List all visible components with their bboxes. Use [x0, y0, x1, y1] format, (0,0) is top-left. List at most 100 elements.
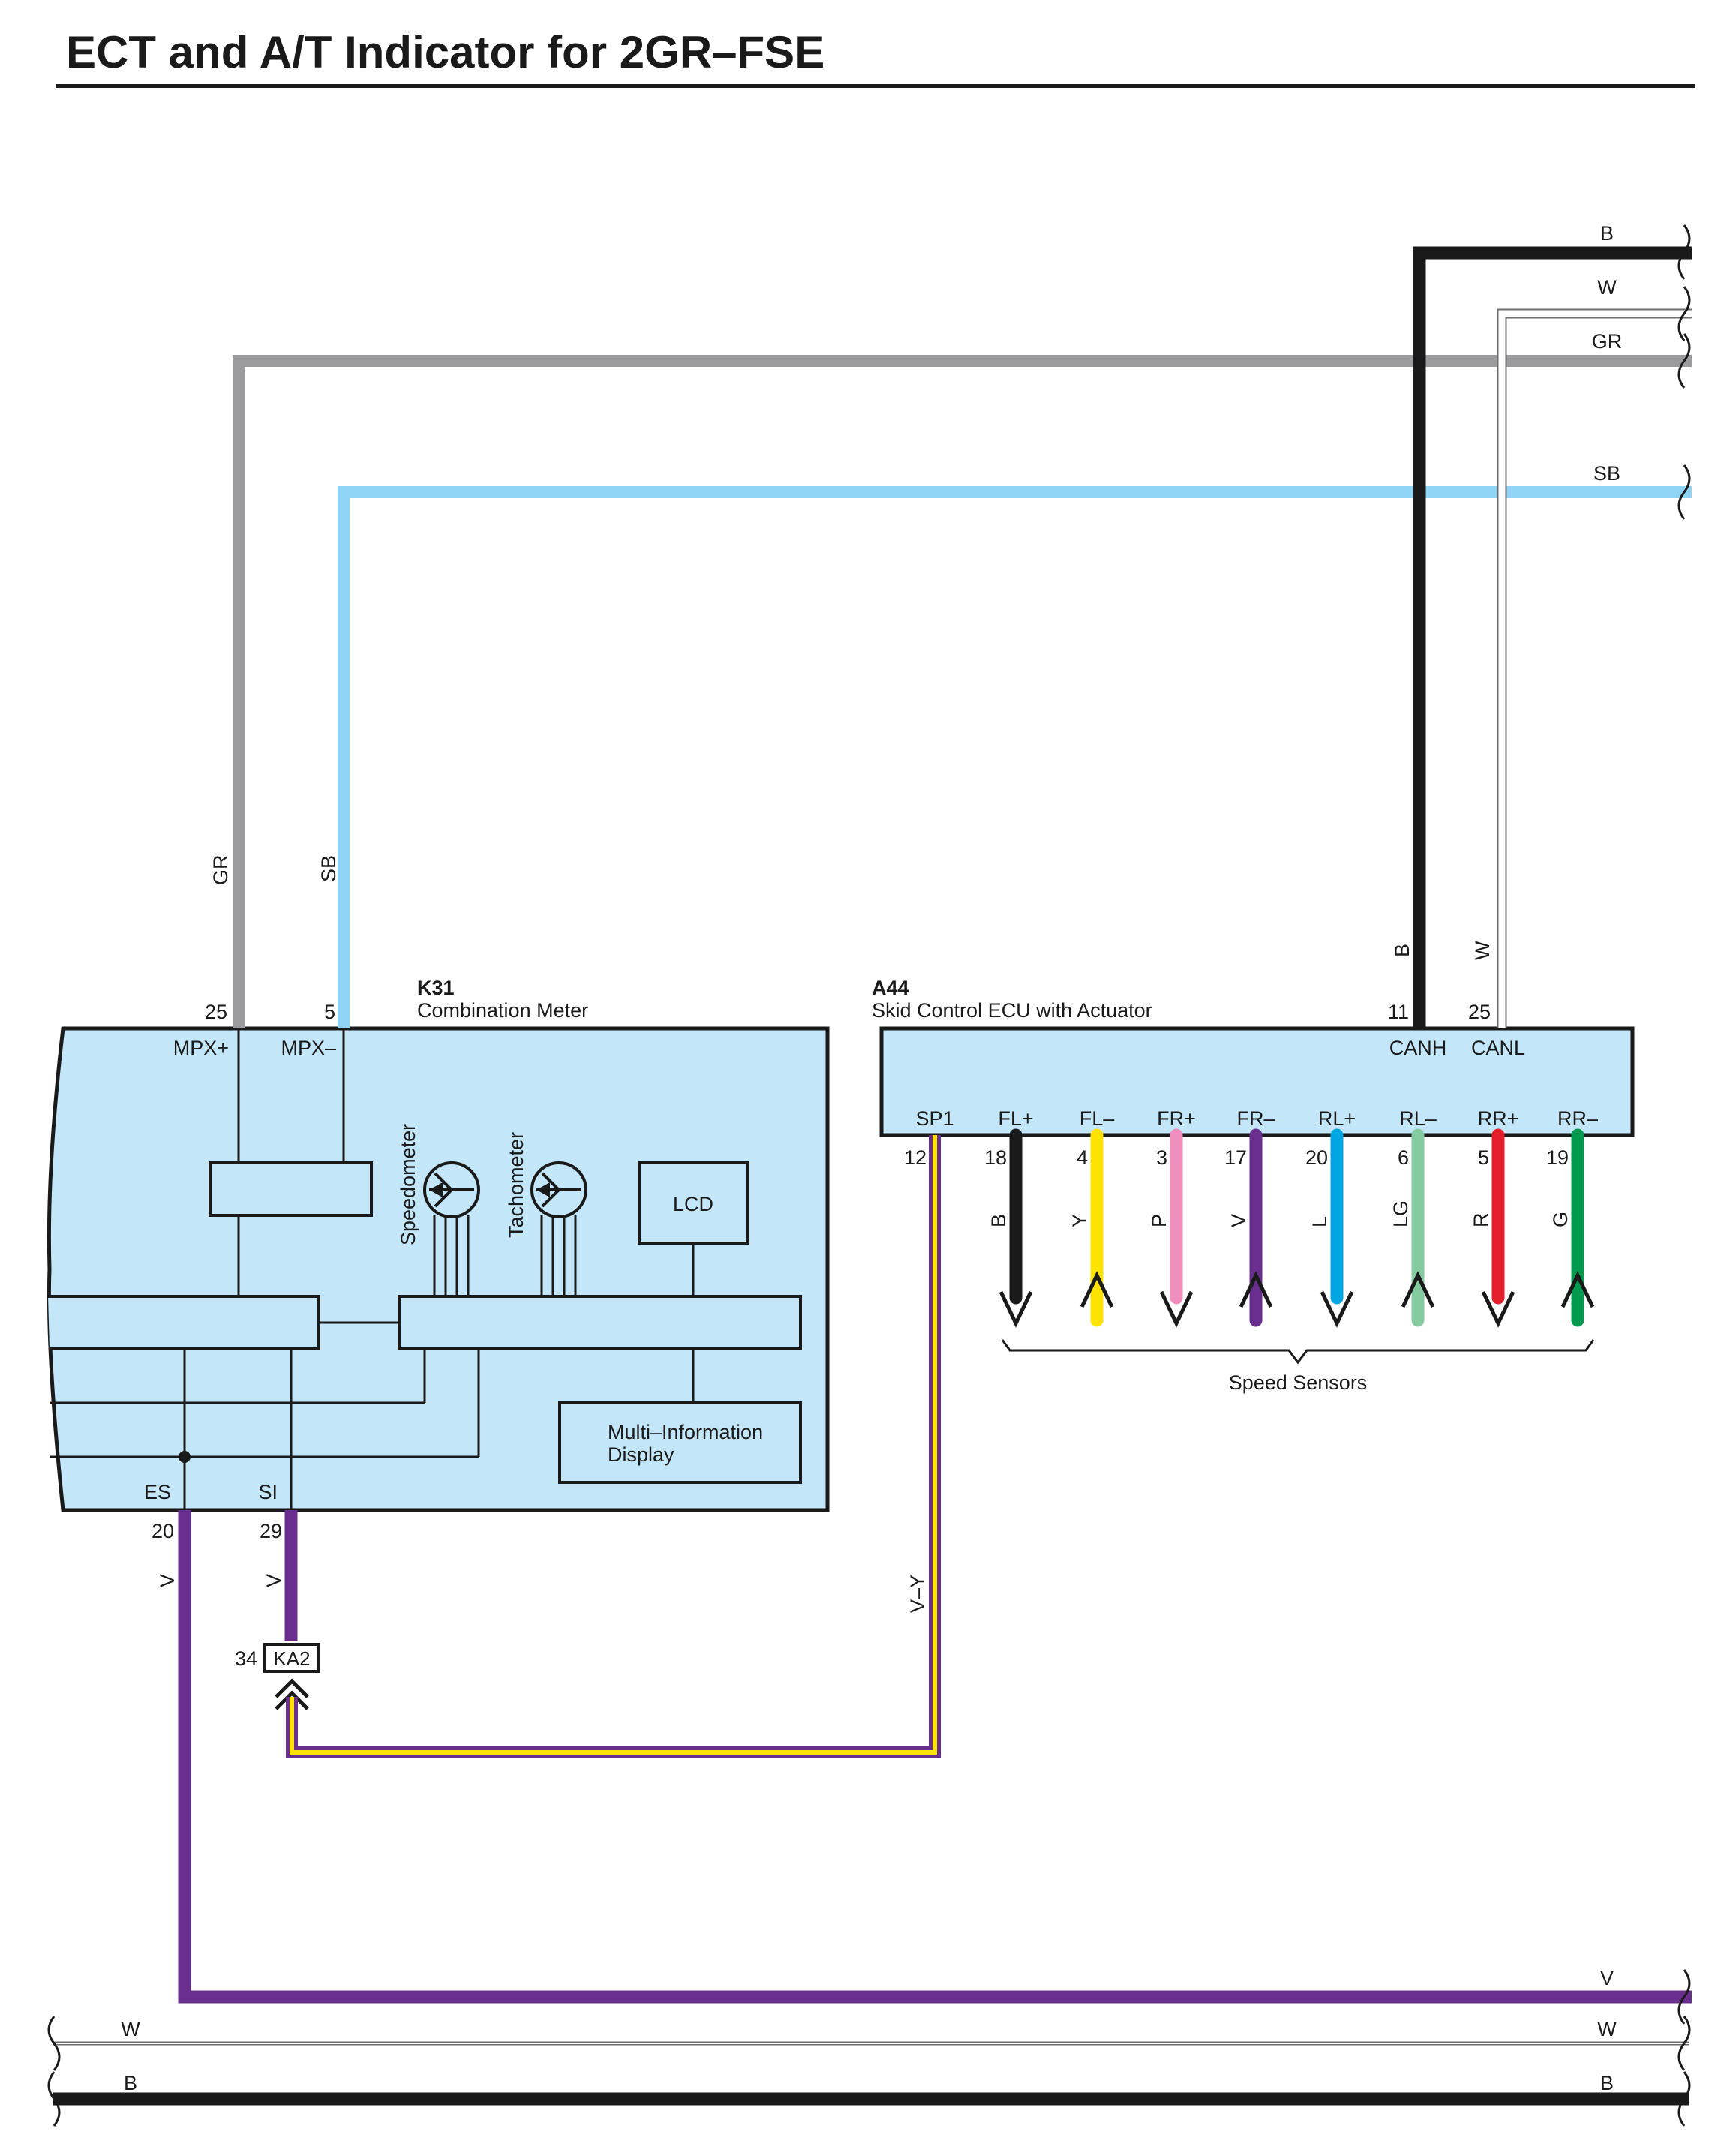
wire-label-rl-minus: LG — [1389, 1200, 1412, 1227]
k31-mpx-block — [209, 1161, 373, 1217]
wire-label-w-right: W — [1597, 276, 1617, 299]
a44-pin-num-rl-plus: 20 — [1305, 1146, 1328, 1169]
wire-break-symbols — [47, 224, 1691, 2127]
arrow-down-icon — [1159, 1290, 1194, 1328]
k31-pin-num-si: 29 — [260, 1520, 282, 1542]
wire-label-rr-plus: R — [1470, 1213, 1492, 1228]
title-underline — [56, 84, 1695, 88]
arrow-down-icon — [1481, 1290, 1515, 1328]
wire-label-es-v: V — [156, 1574, 179, 1587]
a44-pin-name-fr-plus: FR+ — [1157, 1107, 1196, 1130]
wire-label-fl-plus: B — [987, 1214, 1010, 1227]
k31-pin-name-mpx-minus: MPX– — [281, 1037, 336, 1059]
wire-label-fr-minus: V — [1227, 1214, 1250, 1227]
arrow-up-icon — [1401, 1271, 1435, 1308]
a44-pin-name-fl-plus: FL+ — [998, 1107, 1033, 1130]
k31-pin-num-es: 20 — [152, 1520, 174, 1542]
arrow-up-icon — [1560, 1271, 1595, 1308]
wire-label-w-vertical: W — [1471, 941, 1494, 960]
a44-pin-name-fr-minus: FR– — [1236, 1107, 1275, 1130]
a44-pin-num-fl-minus: 4 — [1077, 1146, 1088, 1169]
a44-pin-num-canl: 25 — [1468, 1001, 1491, 1023]
wire-label-rl-plus: L — [1308, 1216, 1331, 1227]
a44-pin-num-rr-plus: 5 — [1478, 1146, 1489, 1169]
sensor-lead-fr-minus: FR– 17V — [1224, 1107, 1275, 1327]
wire-sp1-vy-stripe — [290, 1135, 937, 1755]
sensor-lead-rl-minus: RL– 6LG — [1389, 1107, 1437, 1327]
wire-label-rr-minus: G — [1549, 1212, 1572, 1227]
arrow-down-icon — [999, 1290, 1033, 1328]
lcd-block — [638, 1161, 749, 1245]
wire-gr — [233, 355, 1692, 1028]
multi-information-display-block — [558, 1401, 802, 1484]
wire-label-v-bottom-right: V — [1600, 1967, 1614, 1989]
multi-information-display-label-2: Display — [608, 1443, 674, 1466]
wire-label-b-vertical: B — [1391, 944, 1413, 957]
a44-pin-num-fr-minus: 17 — [1224, 1146, 1247, 1169]
a44-pin-num-sp1: 12 — [904, 1146, 927, 1169]
page-title: ECT and A/T Indicator for 2GR–FSE — [66, 27, 824, 77]
sensor-lead-rr-minus: RR– 19G — [1546, 1107, 1598, 1327]
a44-box — [879, 1026, 1635, 1137]
wire-label-w-bottom-right: W — [1597, 2018, 1617, 2040]
a44-connector-id: A44 — [872, 977, 909, 999]
k31-pin-num-mpx-minus: 5 — [324, 1001, 335, 1023]
speedometer-icon — [423, 1161, 480, 1218]
wire-label-sp1-vy: V–Y — [906, 1575, 929, 1613]
wire-label-gr-vertical: GR — [209, 855, 232, 886]
sensor-lead-fr-plus: FR+ 3P — [1148, 1107, 1196, 1328]
wire-label-sb-right: SB — [1593, 462, 1620, 485]
arrow-down-icon — [1320, 1290, 1354, 1328]
a44-pin-name-rl-minus: RL– — [1399, 1107, 1437, 1130]
speedometer-label: Speedometer — [397, 1124, 419, 1245]
k31-left-block — [48, 1295, 320, 1350]
a44-pin-num-rl-minus: 6 — [1398, 1146, 1409, 1169]
a44-pin-name-rl-plus: RL+ — [1318, 1107, 1356, 1130]
multi-information-display-label-1: Multi–Information — [608, 1421, 763, 1443]
k31-pin-name-es: ES — [144, 1481, 171, 1503]
wire-label-si-v: V — [263, 1574, 285, 1587]
a44-pin-num-canh: 11 — [1388, 1001, 1409, 1023]
wire-sb — [338, 486, 1692, 1028]
sensor-lead-rl-plus: RL+ 20L — [1305, 1107, 1356, 1328]
ka2-connector-id: KA2 — [273, 1647, 310, 1670]
arrow-up-icon — [1080, 1271, 1114, 1308]
a44-pin-name-rr-plus: RR+ — [1478, 1107, 1519, 1130]
ka2-connector — [263, 1643, 320, 1673]
k31-component-name: Combination Meter — [417, 999, 588, 1022]
a44-pin-num-rr-minus: 19 — [1546, 1146, 1569, 1169]
k31-pin-name-si: SI — [258, 1481, 278, 1503]
a44-pin-name-canl: CANL — [1471, 1037, 1525, 1059]
wire-label-sb-vertical: SB — [317, 855, 340, 882]
k31-pin-name-mpx-plus: MPX+ — [173, 1037, 229, 1059]
k31-connector-id: K31 — [417, 977, 455, 999]
wire-canl-w-outline — [1497, 308, 1692, 1028]
a44-pin-name-canh: CANH — [1389, 1037, 1447, 1059]
wire-label-fr-plus: P — [1148, 1214, 1170, 1227]
sensor-lead-rr-plus: RR+ 5R — [1470, 1107, 1519, 1328]
tachometer-icon — [530, 1161, 587, 1218]
a44-pin-num-fr-plus: 3 — [1156, 1146, 1167, 1169]
a44-component-name: Skid Control ECU with Actuator — [872, 999, 1152, 1022]
sensor-lead-fl-plus: FL+ 18B — [984, 1107, 1034, 1328]
tachometer-label: Tachometer — [505, 1132, 527, 1238]
a44-pin-num-fl-plus: 18 — [984, 1146, 1007, 1169]
speed-sensors-brace — [1001, 1339, 1595, 1365]
wire-canl-w — [1498, 310, 1692, 1028]
lcd-label: LCD — [673, 1193, 713, 1215]
junction-dot — [179, 1451, 191, 1463]
arrow-up-icon — [1239, 1271, 1273, 1308]
wire-label-w-bottom-left: W — [121, 2018, 140, 2040]
k31-pin-num-mpx-plus: 25 — [205, 1001, 227, 1023]
speed-sensor-leads: FL+18BFL–4YFR+3PFR–17VRL+20LRL–6LGRR+5RR… — [984, 1107, 1598, 1328]
wire-canh-b — [1413, 246, 1692, 1028]
speed-sensors-label: Speed Sensors — [1229, 1371, 1368, 1394]
ka2-chevron-icon — [275, 1678, 309, 1710]
wire-es-v — [178, 1510, 1692, 2004]
a44-pin-name-rr-minus: RR– — [1557, 1107, 1598, 1130]
k31-internal-lines — [50, 1028, 695, 1510]
wire-label-gr-right: GR — [1592, 330, 1623, 353]
sensor-lead-fl-minus: FL–4Y — [1068, 1107, 1114, 1327]
a44-pin-name-sp1: SP1 — [915, 1107, 954, 1130]
